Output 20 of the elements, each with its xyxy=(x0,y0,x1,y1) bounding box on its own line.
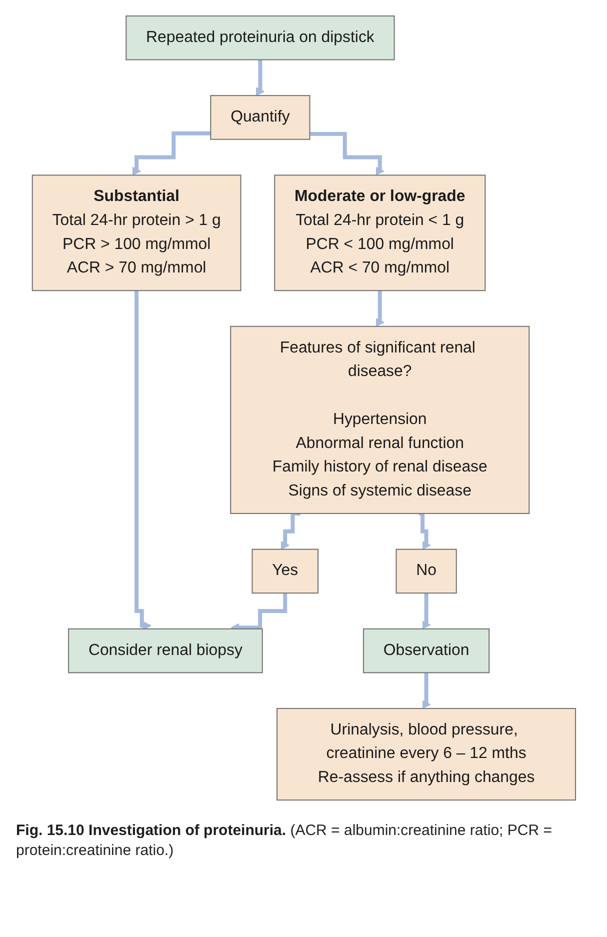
arrow xyxy=(375,288,384,327)
arrow xyxy=(421,591,430,630)
arrow xyxy=(418,511,430,550)
arrow xyxy=(421,670,430,709)
node-box: Observation xyxy=(362,628,490,674)
node-box: Repeated proteinuria on dipstick xyxy=(125,15,394,60)
node-box: Quantify xyxy=(210,95,310,140)
node-box: Urinalysis, blood pressure, creatinine every 6 – 12 mths Re-assess if anything changes xyxy=(276,708,576,801)
arrow xyxy=(132,131,210,176)
arrow xyxy=(255,58,264,96)
figure-caption: Fig. 15.10 Investigation of proteinuria. (ACR = albumin:creatinine ratio; PCR = protein:creatinine ratio.) xyxy=(16,821,553,860)
node-box: Moderate or low-grade Total 24-hr protein < 1 g PCR < 100 mg/mmol ACR < 70 mg/mmol xyxy=(274,174,486,292)
node-box: No xyxy=(395,548,456,594)
node-box: Features of significant renal disease? Hypertension Abnormal renal function Family history of renal disease Signs of systemic disease xyxy=(230,326,530,514)
node-box: Consider renal biopsy xyxy=(68,628,262,674)
node-box: Substantial Total 24-hr protein > 1 g PCR > 100 mg/mmol ACR > 70 mg/mmol xyxy=(31,174,241,292)
arrow xyxy=(134,288,152,630)
arrow xyxy=(280,511,300,550)
node-box: Yes xyxy=(251,548,318,594)
arrow xyxy=(309,132,384,176)
